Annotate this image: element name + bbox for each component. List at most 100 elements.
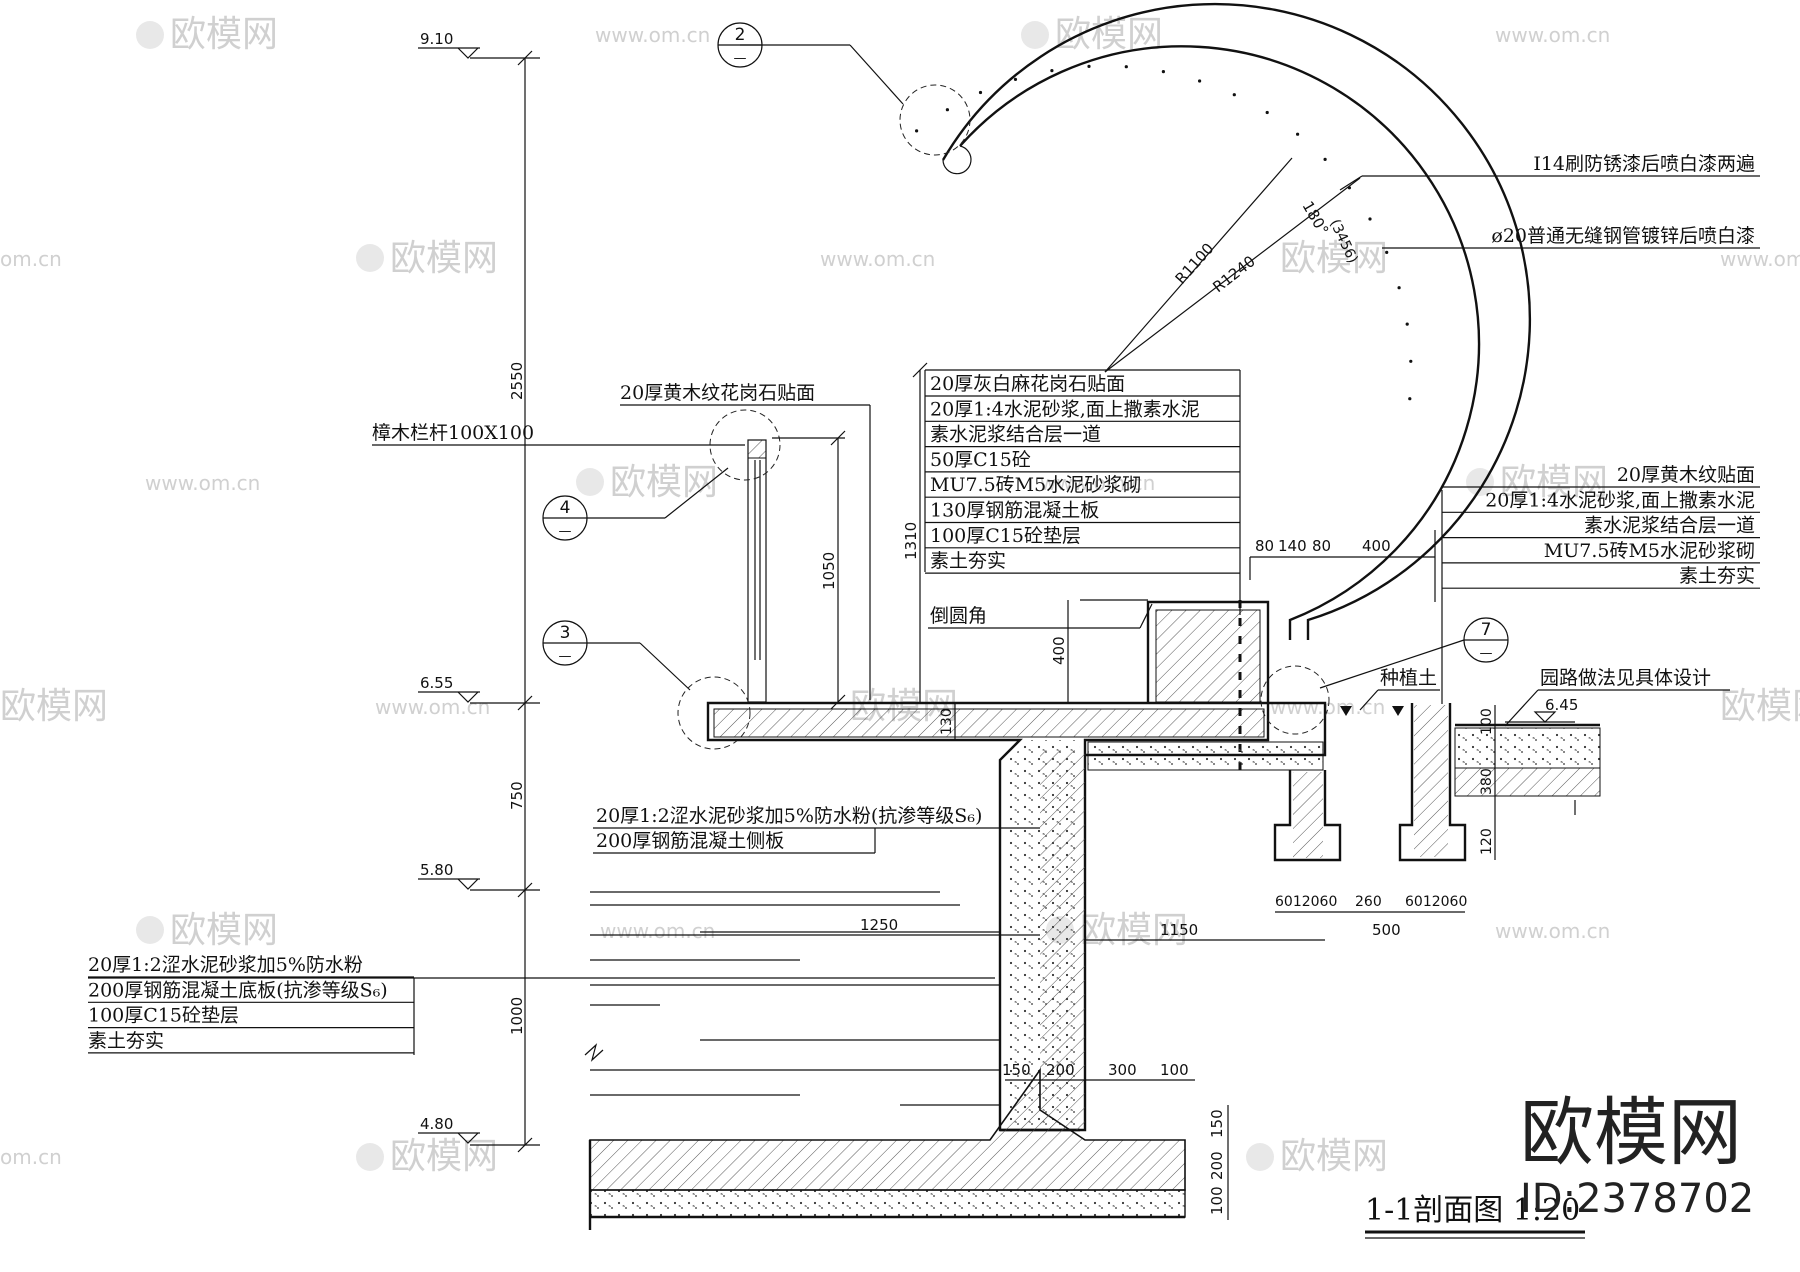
layer-label: 素土夯实	[930, 550, 1006, 572]
railing-post	[709, 409, 781, 703]
layer-label: 20厚黄木纹贴面	[1617, 464, 1755, 486]
dim-260: 260	[1355, 894, 1382, 910]
svg-text:—: —	[734, 51, 747, 66]
layer-label: 素土夯实	[88, 1030, 164, 1052]
title-block: 1-1剖面图 1:20 欧模网 ID:2378702	[1365, 1090, 1754, 1239]
label-railing: 樟木栏杆100X100	[372, 422, 534, 444]
callout-7: 7 —	[1319, 617, 1509, 689]
structure	[584, 600, 1601, 1230]
layer-label: MU7.5砖M5水泥砂浆砌	[1544, 540, 1755, 562]
brand-id: ID:2378702	[1520, 1176, 1754, 1222]
dim-2550: 2550	[508, 362, 526, 400]
watermark-brand: 欧模网	[1280, 238, 1388, 279]
watermark-brand: 欧模网	[390, 238, 498, 279]
dim-80-b: 80	[1312, 537, 1331, 555]
layer-list-middle: 20厚灰白麻花岗石贴面20厚1:4水泥砂浆,面上撒素水泥素水泥浆结合层一道50厚…	[924, 369, 1241, 615]
dim-1250: 1250	[860, 916, 898, 934]
watermark-brand: 欧模网	[1720, 686, 1800, 727]
callout-2: 2 —	[717, 22, 763, 68]
svg-text:2: 2	[735, 25, 746, 45]
label-planting-soil: 种植土	[1380, 667, 1437, 689]
label-wall-side-1: 20厚1:2涩水泥砂浆加5%防水粉(抗渗等级S₆)	[596, 805, 982, 827]
dim-150-v: 150	[1208, 1109, 1226, 1138]
dim-400-b: 400	[1362, 537, 1391, 555]
dim-1150: 1150	[1160, 921, 1198, 939]
left-dimension-chain: 2550 750 1000	[470, 50, 540, 1153]
dim-6012060-a: 6012060	[1275, 894, 1337, 910]
svg-text:4.80: 4.80	[420, 1115, 453, 1133]
layer-label: 20厚1:4水泥砂浆,面上撒素水泥	[930, 398, 1200, 420]
watermark-site: www.om.cn	[600, 919, 715, 943]
dim-380: 380	[1479, 768, 1495, 795]
watermark-brand: 欧模网	[390, 1136, 498, 1177]
dim-100-v: 100	[1208, 1186, 1226, 1215]
svg-text:—: —	[559, 649, 572, 664]
detail-circle-7	[1260, 665, 1330, 735]
svg-text:6.45: 6.45	[1545, 696, 1578, 714]
elevation-910: 9.10	[418, 30, 480, 59]
svg-text:4: 4	[560, 498, 571, 518]
label-chamfer: 倒圆角	[930, 605, 987, 627]
watermark-brand: 欧模网	[610, 462, 718, 503]
elevation-580: 5.80	[418, 861, 480, 890]
label-granite-top: 20厚黄木纹花岗石贴面	[620, 382, 815, 404]
layer-list-right: 20厚黄木纹贴面20厚1:4水泥砂浆,面上撒素水泥素水泥浆结合层一道MU7.5砖…	[1441, 464, 1760, 704]
dim-100-h: 100	[1160, 1061, 1189, 1079]
structure-dims: 400 130 1250 1150 150 200 300 100 150 20…	[590, 530, 1496, 1220]
layer-label: 20厚灰白麻花岗石贴面	[930, 373, 1125, 395]
layer-label: 素水泥浆结合层一道	[1584, 515, 1755, 537]
label-arch-pipe: ø20普通无缝钢管镀锌后喷白漆	[1491, 225, 1755, 247]
svg-text:—: —	[1480, 646, 1493, 661]
detail-circle-4	[709, 409, 781, 481]
layer-list-bottom: 20厚1:2涩水泥砂浆加5%防水粉200厚钢筋混凝土底板(抗渗等级S₆)100厚…	[88, 954, 995, 1055]
elevation-480: 4.80	[418, 1115, 480, 1144]
watermark-brand: 欧模网	[0, 686, 108, 727]
svg-text:9.10: 9.10	[420, 30, 453, 48]
dim-130: 130	[939, 708, 955, 735]
svg-text:5.80: 5.80	[420, 861, 453, 879]
watermark-site: www.om.cn	[820, 247, 935, 271]
label-arch-paint: I14刷防锈漆后喷白漆两遍	[1533, 153, 1755, 175]
arch-pipe-dots	[915, 64, 1413, 401]
layer-label: 100厚C15砼垫层	[930, 525, 1081, 547]
dim-150-h: 150	[1002, 1061, 1031, 1079]
layer-label: 100厚C15砼垫层	[88, 1005, 239, 1027]
label-wall-side-2: 200厚钢筋混凝土侧板	[596, 830, 784, 852]
watermark-brand: 欧模网	[170, 910, 278, 951]
dim-140: 140	[1278, 537, 1307, 555]
layer-label: 200厚钢筋混凝土底板(抗渗等级S₆)	[88, 979, 388, 1001]
dim-80-a: 80	[1255, 537, 1274, 555]
svg-text:3: 3	[560, 623, 571, 643]
dim-1050: 1050	[820, 552, 838, 590]
watermark-site: www.om.cn	[1720, 247, 1800, 271]
dim-100-r: 100	[1479, 708, 1495, 735]
dim-120: 120	[1479, 828, 1495, 855]
layer-label: 素土夯实	[1679, 565, 1755, 587]
steel-arch	[740, 2, 1532, 640]
watermark-brand: 欧模网	[1500, 462, 1608, 503]
dim-750: 750	[508, 781, 526, 810]
dim-1000: 1000	[508, 997, 526, 1035]
watermark-brand: 欧模网	[1080, 910, 1188, 951]
arc-angle: 180°	[1299, 198, 1333, 238]
dim-200-v: 200	[1208, 1151, 1226, 1180]
dim-200-h: 200	[1046, 1061, 1075, 1079]
elevation-645: 6.45	[1505, 696, 1578, 723]
watermark-brand: 欧模网	[1280, 1136, 1388, 1177]
svg-text:7: 7	[1481, 620, 1492, 640]
dim-500: 500	[1372, 921, 1401, 939]
watermark-site: www.om.cn	[1040, 471, 1155, 495]
arch-leaders	[1339, 175, 1760, 249]
dim-400: 400	[1050, 636, 1068, 665]
layer-label: 素水泥浆结合层一道	[930, 424, 1101, 446]
watermark-site: www.om.cn	[1270, 695, 1385, 719]
watermark-brand: 欧模网	[170, 14, 278, 55]
radius-1240: R1240	[1209, 252, 1258, 296]
elevation-markers: 9.10 6.55 5.80 4.80 6.45	[418, 30, 1578, 1144]
watermark-site: om.cn	[0, 247, 62, 271]
watermark-logo-icon	[136, 21, 1494, 1171]
brand-mark: 欧模网	[1520, 1090, 1742, 1176]
railing-dims: 1050 1310	[772, 362, 928, 710]
watermark-site: www.om.cn	[1495, 919, 1610, 943]
